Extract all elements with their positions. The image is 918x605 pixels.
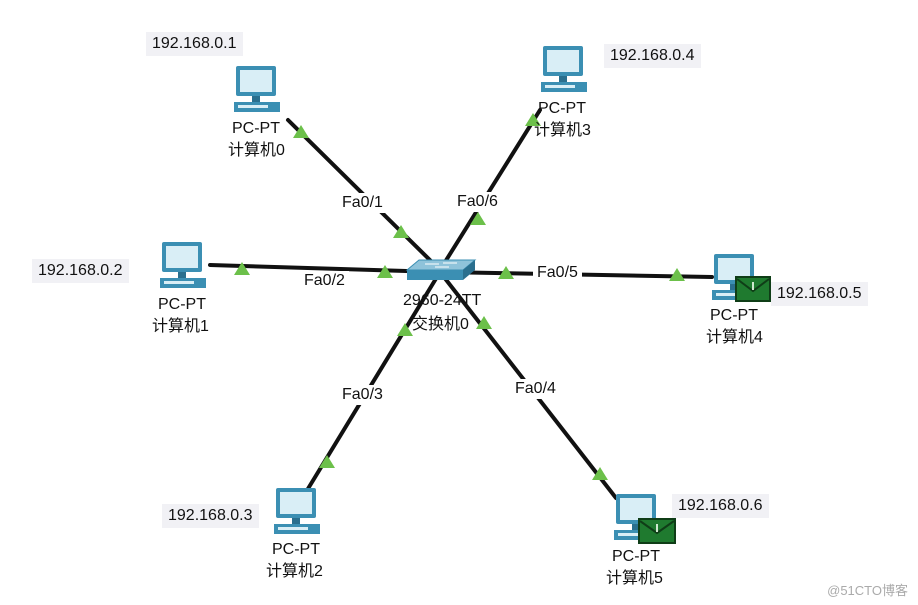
pc0-ip-label: 192.168.0.1 bbox=[146, 32, 243, 56]
pc1-type-label: PC-PT bbox=[158, 296, 206, 313]
switch-model-label: 2960-24TT bbox=[403, 292, 482, 309]
pc1-port-label: Fa0/2 bbox=[300, 271, 349, 291]
pc4-port-label: Fa0/5 bbox=[533, 263, 582, 283]
pc2-ip-label: 192.168.0.3 bbox=[162, 504, 259, 528]
pc5-name-label: 计算机5 bbox=[606, 570, 663, 587]
pc1-ip-label: 192.168.0.2 bbox=[32, 259, 129, 283]
pc3-type-label: PC-PT bbox=[538, 100, 586, 117]
link-status-pc3-switch bbox=[470, 212, 486, 225]
link-status-pc0-switch bbox=[393, 225, 409, 238]
pc4-name-label: 计算机4 bbox=[706, 329, 763, 346]
pc4-ip-label: 192.168.0.5 bbox=[771, 282, 868, 306]
link-pc3[interactable] bbox=[438, 108, 542, 272]
pc5-port-label: Fa0/4 bbox=[511, 379, 560, 399]
pc2-type-label: PC-PT bbox=[272, 541, 320, 558]
pc1-name-label: 计算机1 bbox=[152, 318, 209, 335]
watermark-text: @51CTO博客 bbox=[827, 583, 908, 598]
pc5-computer-icon[interactable] bbox=[608, 492, 668, 544]
link-status-pc0-end bbox=[293, 125, 309, 138]
pc0-name-label: 计算机0 bbox=[228, 142, 285, 159]
link-status-pc2-end bbox=[319, 455, 335, 468]
link-status-pc1-switch bbox=[377, 265, 393, 278]
pc1-computer-icon[interactable] bbox=[154, 240, 214, 292]
pc5-type-label: PC-PT bbox=[612, 548, 660, 565]
pc5-envelope-icon[interactable] bbox=[638, 518, 676, 544]
pc0-port-label: Fa0/1 bbox=[338, 193, 387, 213]
link-status-pc1-end bbox=[234, 262, 250, 275]
pc4-type-label: PC-PT bbox=[710, 307, 758, 324]
pc2-port-label: Fa0/3 bbox=[338, 385, 387, 405]
pc4-envelope-icon[interactable] bbox=[735, 276, 771, 302]
switch-icon[interactable] bbox=[405, 258, 477, 282]
link-status-pc2-switch bbox=[397, 323, 413, 336]
pc0-computer-icon[interactable] bbox=[228, 64, 288, 116]
link-pc2[interactable] bbox=[304, 270, 442, 494]
link-pc1[interactable] bbox=[208, 263, 442, 274]
link-status-pc5-end bbox=[592, 467, 608, 480]
pc3-computer-icon[interactable] bbox=[535, 44, 595, 96]
pc0-type-label: PC-PT bbox=[232, 120, 280, 137]
link-status-pc5-switch bbox=[476, 316, 492, 329]
pc2-name-label: 计算机2 bbox=[266, 563, 323, 580]
pc3-port-label: Fa0/6 bbox=[453, 192, 502, 212]
link-status-pc4-switch bbox=[498, 266, 514, 279]
link-status-pc3-end bbox=[525, 113, 541, 126]
pc5-ip-label: 192.168.0.6 bbox=[672, 494, 769, 518]
pc3-name-label: 计算机3 bbox=[534, 122, 591, 139]
pc3-ip-label: 192.168.0.4 bbox=[604, 44, 701, 68]
link-status-pc4-end bbox=[669, 268, 685, 281]
switch-name-label: 交换机0 bbox=[412, 316, 469, 333]
pc2-computer-icon[interactable] bbox=[268, 486, 328, 538]
